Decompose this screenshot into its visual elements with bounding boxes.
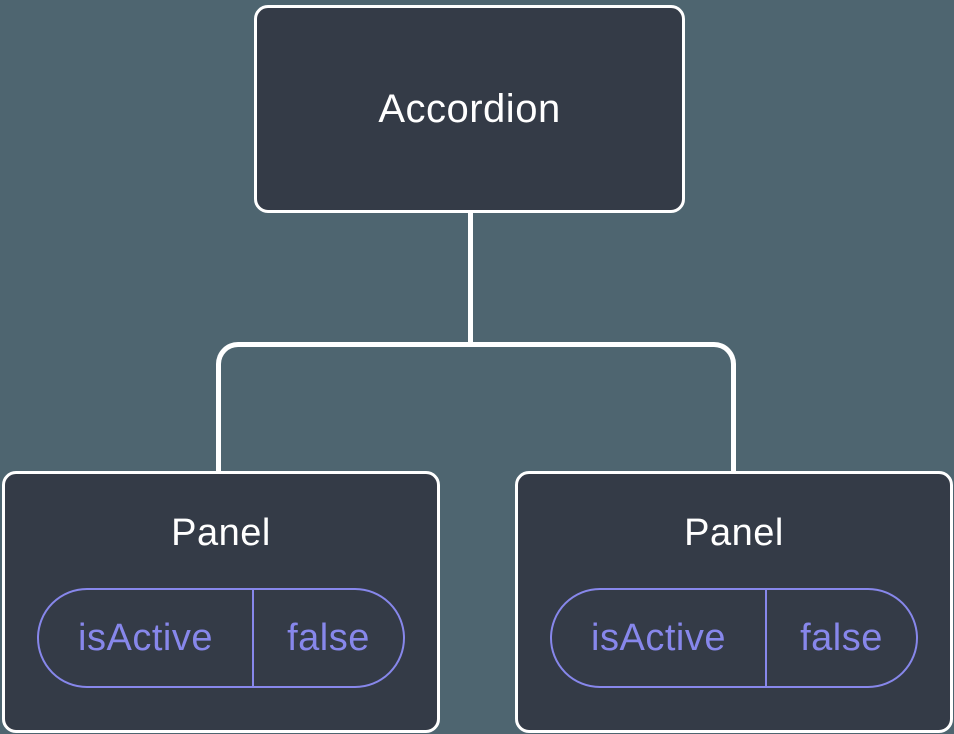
connector-branch-bracket — [216, 342, 736, 472]
state-value: false — [287, 616, 370, 659]
tree-node-panel-right: Panel isActive false — [515, 471, 953, 733]
tree-node-panel-left: Panel isActive false — [2, 471, 440, 733]
panel-node-label: Panel — [171, 512, 271, 554]
accordion-node-label: Accordion — [378, 86, 561, 131]
tree-node-accordion: Accordion — [254, 5, 685, 213]
state-pill: isActive false — [37, 588, 405, 688]
state-name: isActive — [39, 590, 254, 686]
state-value: false — [800, 616, 883, 659]
connector-stem-line — [468, 211, 473, 345]
state-name: isActive — [552, 590, 767, 686]
panel-node-label: Panel — [684, 512, 784, 554]
state-pill: isActive false — [550, 588, 918, 688]
